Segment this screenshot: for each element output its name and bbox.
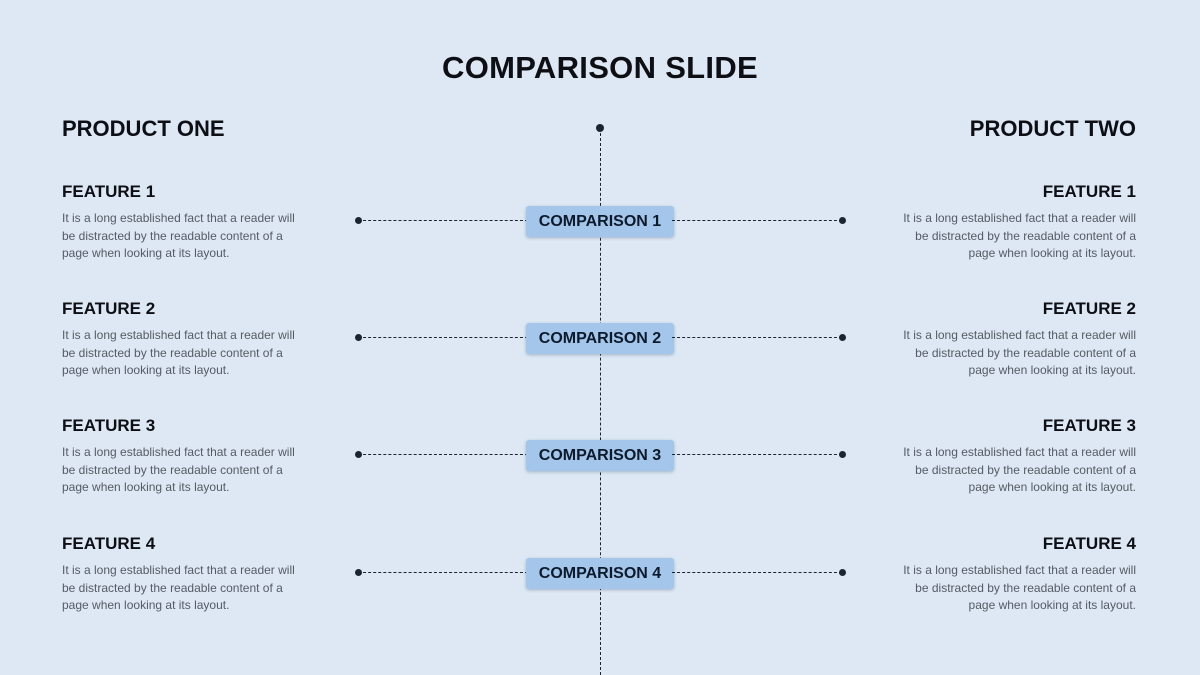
comparison-label: COMPARISON 1: [526, 206, 674, 237]
right-feature-block: FEATURE 4 It is a long established fact …: [896, 534, 1136, 615]
right-feature-block: FEATURE 3 It is a long established fact …: [896, 416, 1136, 497]
right-feature-title: FEATURE 4: [1042, 534, 1136, 553]
left-feature-title: FEATURE 1: [62, 182, 156, 201]
slide-title: COMPARISON SLIDE: [442, 50, 758, 85]
center-divider-line: [600, 128, 601, 675]
right-connector-line: [672, 220, 842, 221]
left-feature-description: It is a long established fact that a rea…: [62, 328, 295, 377]
right-feature-description: It is a long established fact that a rea…: [903, 328, 1136, 377]
left-connector-line: [358, 220, 528, 221]
right-connector-line: [672, 572, 842, 573]
right-connector-dot: [839, 569, 846, 576]
right-connector-dot: [839, 334, 846, 341]
left-connector-dot: [355, 217, 362, 224]
product-one-heading: PRODUCT ONE: [62, 116, 225, 141]
left-connector-line: [358, 454, 528, 455]
right-connector-dot: [839, 217, 846, 224]
left-feature-description: It is a long established fact that a rea…: [62, 211, 295, 260]
left-feature-block: FEATURE 1 It is a long established fact …: [62, 182, 302, 263]
left-connector-line: [358, 572, 528, 573]
comparison-row: FEATURE 4 It is a long established fact …: [0, 534, 1200, 634]
left-feature-description: It is a long established fact that a rea…: [62, 563, 295, 612]
center-divider-dot: [596, 124, 604, 132]
right-feature-title: FEATURE 1: [1042, 182, 1136, 201]
right-feature-description: It is a long established fact that a rea…: [903, 211, 1136, 260]
comparison-label: COMPARISON 4: [526, 558, 674, 589]
left-feature-block: FEATURE 4 It is a long established fact …: [62, 534, 302, 615]
left-connector-dot: [355, 451, 362, 458]
comparison-row: FEATURE 3 It is a long established fact …: [0, 416, 1200, 516]
right-connector-line: [672, 454, 842, 455]
left-feature-block: FEATURE 2 It is a long established fact …: [62, 299, 302, 380]
right-feature-block: FEATURE 1 It is a long established fact …: [896, 182, 1136, 263]
comparison-row: FEATURE 2 It is a long established fact …: [0, 299, 1200, 399]
right-feature-description: It is a long established fact that a rea…: [903, 563, 1136, 612]
comparison-label: COMPARISON 2: [526, 323, 674, 354]
right-feature-title: FEATURE 2: [1042, 299, 1136, 318]
right-connector-line: [672, 337, 842, 338]
product-two-heading: PRODUCT TWO: [969, 116, 1136, 141]
left-connector-line: [358, 337, 528, 338]
left-feature-title: FEATURE 3: [62, 416, 156, 435]
left-feature-title: FEATURE 4: [62, 534, 156, 553]
left-feature-description: It is a long established fact that a rea…: [62, 445, 295, 494]
left-feature-title: FEATURE 2: [62, 299, 156, 318]
left-connector-dot: [355, 569, 362, 576]
comparison-row: FEATURE 1 It is a long established fact …: [0, 182, 1200, 282]
right-feature-block: FEATURE 2 It is a long established fact …: [896, 299, 1136, 380]
right-feature-title: FEATURE 3: [1042, 416, 1136, 435]
right-connector-dot: [839, 451, 846, 458]
right-feature-description: It is a long established fact that a rea…: [903, 445, 1136, 494]
left-connector-dot: [355, 334, 362, 341]
comparison-label: COMPARISON 3: [526, 440, 674, 471]
left-feature-block: FEATURE 3 It is a long established fact …: [62, 416, 302, 497]
